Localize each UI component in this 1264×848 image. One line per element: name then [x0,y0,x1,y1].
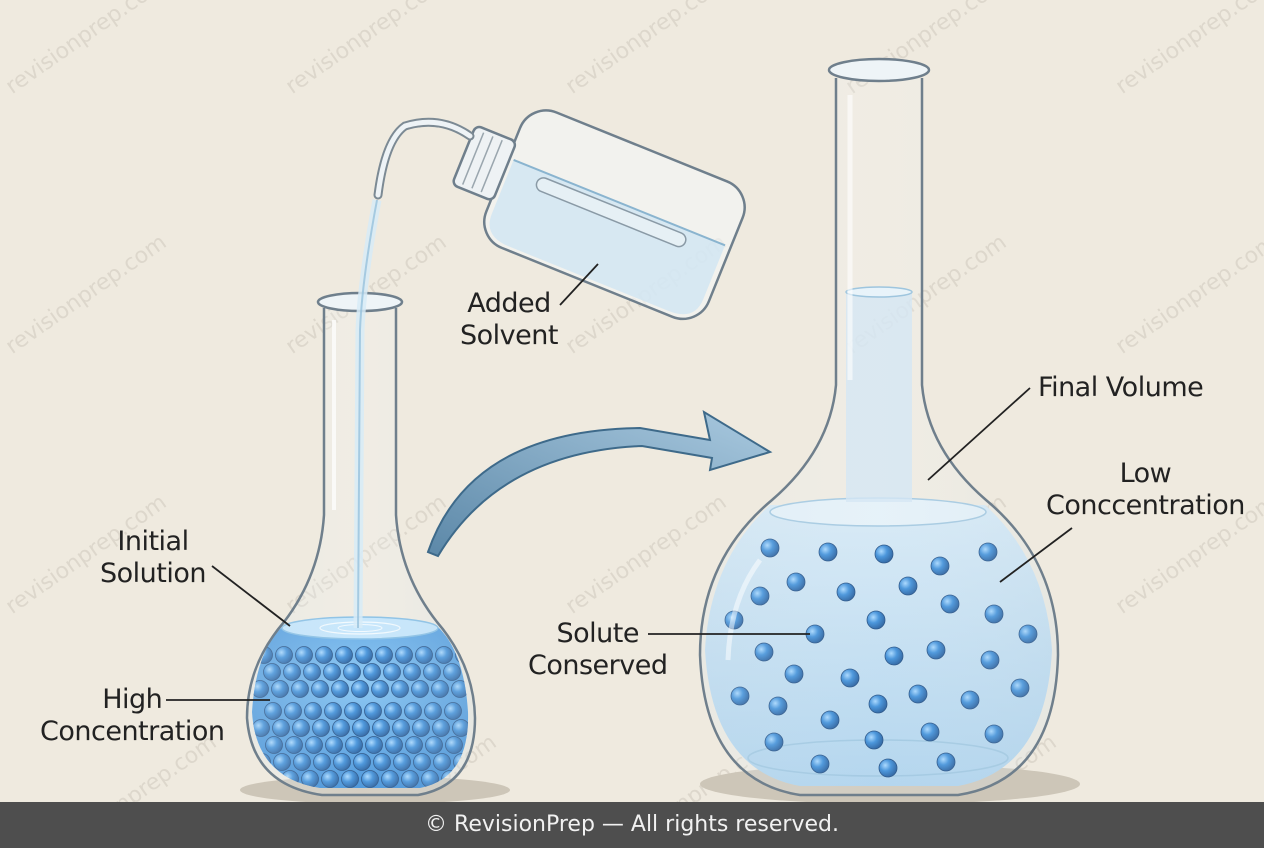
label-added-solvent-line2: Solvent [460,320,558,351]
process-arrow [426,409,773,558]
label-solute-conserved-line1: Solute [556,618,640,649]
copyright-footer: © RevisionPrep — All rights reserved. [0,802,1264,848]
leader-initial-solution [211,565,291,627]
watermark-text: revisionprep.com [1,230,171,360]
watermark-text: revisionprep.com [281,0,451,99]
label-solute-conserved: Solute Conserved [528,618,668,682]
label-added-solvent-line1: Added [467,288,551,319]
leader-lines [166,263,1073,701]
label-high-concentration: High Concentration [40,684,225,748]
watermark-text: revisionprep.com [1111,0,1264,99]
wash-bottle [452,109,746,321]
label-added-solvent: Added Solvent [460,288,558,352]
label-low-concentration-line2: Conccentration [1046,490,1245,521]
label-high-concentration-line1: High [102,684,163,715]
label-final-volume: Final Volume [1038,372,1204,404]
large-flask-rim [827,57,931,83]
label-low-concentration: Low Conccentration [1046,458,1245,522]
small-flask [245,291,477,797]
watermark-text: revisionprep.com [1111,230,1264,360]
watermark-text: revisionprep.com [561,0,731,99]
large-flask [698,57,1060,797]
leader-low-concentration [999,527,1073,583]
label-low-concentration-line1: Low [1119,458,1172,489]
label-initial-solution-line2: Solution [100,558,207,589]
label-high-concentration-line2: Concentration [40,716,225,747]
solvent-stream [353,199,382,629]
label-solute-conserved-line2: Conserved [528,650,668,681]
leader-added-solvent [559,263,599,306]
label-final-volume-text: Final Volume [1038,372,1204,403]
leader-final-volume [927,387,1031,481]
label-initial-solution-line1: Initial [117,526,189,557]
label-initial-solution: Initial Solution [100,526,207,590]
watermark-text: revisionprep.com [1,0,171,99]
